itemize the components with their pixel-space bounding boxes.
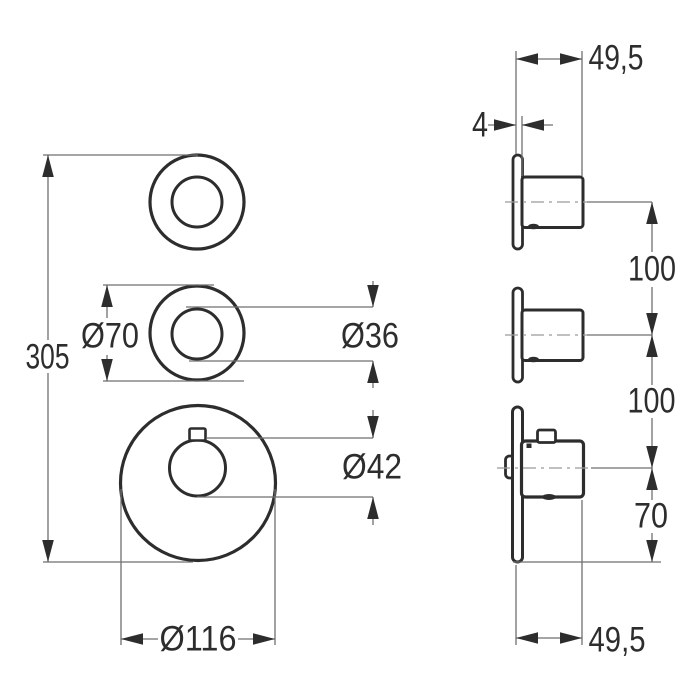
dim-overall-height: 305 [26, 154, 198, 563]
middle-knob-outer-circle [148, 284, 246, 382]
bottom-knob [118, 403, 278, 563]
depth-top-label: 49,5 [589, 39, 644, 78]
middle-knob-inner-circle [170, 307, 224, 361]
middle-knob [148, 284, 246, 382]
bottom-plate-circle [118, 403, 278, 563]
plate-thickness-label: 4 [472, 106, 488, 145]
plate-diameter-label: Ø116 [160, 620, 237, 659]
side-top-valve [505, 153, 652, 251]
side-middle-valve [505, 286, 652, 384]
dim-knob-outer-diameter: Ø70 [81, 284, 244, 382]
top-knob [148, 153, 246, 251]
bottom-handle-tab [188, 427, 207, 442]
dim-center-to-plate-bottom: 70 [513, 468, 668, 563]
dim-handle-diameter: Ø42 [197, 410, 402, 525]
dim-knob-inner-diameter: Ø36 [186, 281, 399, 388]
bottom-offset-label: 70 [634, 497, 668, 536]
side-bottom-tab [536, 428, 557, 444]
dim-spacing-top-to-middle: 100 [628, 202, 676, 335]
dim-depth-bottom: 49,5 [515, 500, 646, 660]
depth-bottom-label: 49,5 [589, 621, 646, 660]
spacing-top-label: 100 [628, 250, 676, 289]
side-bottom-body-detail [542, 494, 556, 500]
dim-depth-top: 49,5 [515, 39, 644, 176]
outer-diameter-label: Ø70 [81, 317, 139, 356]
bottom-handle-circle [168, 438, 227, 498]
spacing-bottom-label: 100 [628, 382, 676, 421]
side-bottom-body [519, 439, 586, 499]
side-bottom-dot-detail [526, 443, 532, 448]
front-view: 305 Ø70 Ø36 Ø42 Ø116 [26, 153, 402, 659]
top-knob-outer-circle [148, 153, 246, 251]
handle-diameter-label: Ø42 [342, 448, 402, 487]
dim-spacing-middle-to-bottom: 100 [628, 335, 676, 468]
dim-plate-thickness: 4 [472, 106, 553, 176]
top-knob-inner-circle [170, 175, 224, 229]
overall-height-label: 305 [26, 338, 70, 377]
side-top-body-detail [528, 223, 539, 230]
side-bottom-valve [497, 405, 652, 564]
side-view: 49,5 4 100 100 70 49,5 [472, 39, 676, 660]
dim-plate-diameter: Ø116 [120, 489, 276, 659]
side-middle-body-detail [528, 356, 539, 363]
inner-diameter-label: Ø36 [341, 317, 399, 356]
